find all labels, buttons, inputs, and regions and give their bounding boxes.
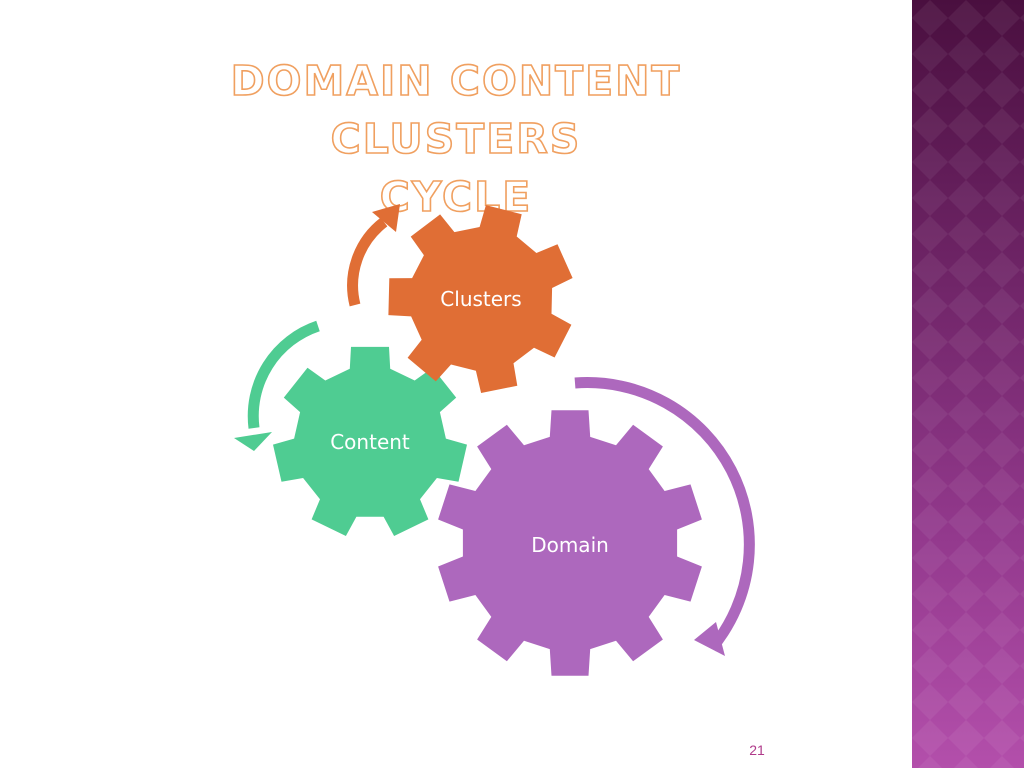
domain-gear-shape <box>438 410 702 676</box>
content-label: Content <box>330 430 410 454</box>
clusters-gear: Clusters <box>388 205 573 393</box>
clusters-cycle-arrow <box>347 204 400 307</box>
content-gear-shape <box>273 346 467 536</box>
clusters-gear-shape <box>388 205 573 393</box>
domain-label: Domain <box>531 533 609 557</box>
page-title: Domain Content Clusters Cycle <box>100 52 812 226</box>
content-cycle-arrow <box>234 320 320 451</box>
gear-cycle-diagram: Domain Content Clusters <box>234 204 755 676</box>
diamond-pattern <box>912 0 1024 768</box>
domain-cycle-arrow <box>574 377 755 656</box>
content-gear: Content <box>273 346 467 536</box>
page-number: 21 <box>749 742 765 758</box>
domain-gear: Domain <box>438 410 702 676</box>
clusters-label: Clusters <box>440 287 521 311</box>
decorative-side-band <box>912 0 1024 768</box>
title-line-1: Domain Content Clusters <box>230 56 682 164</box>
